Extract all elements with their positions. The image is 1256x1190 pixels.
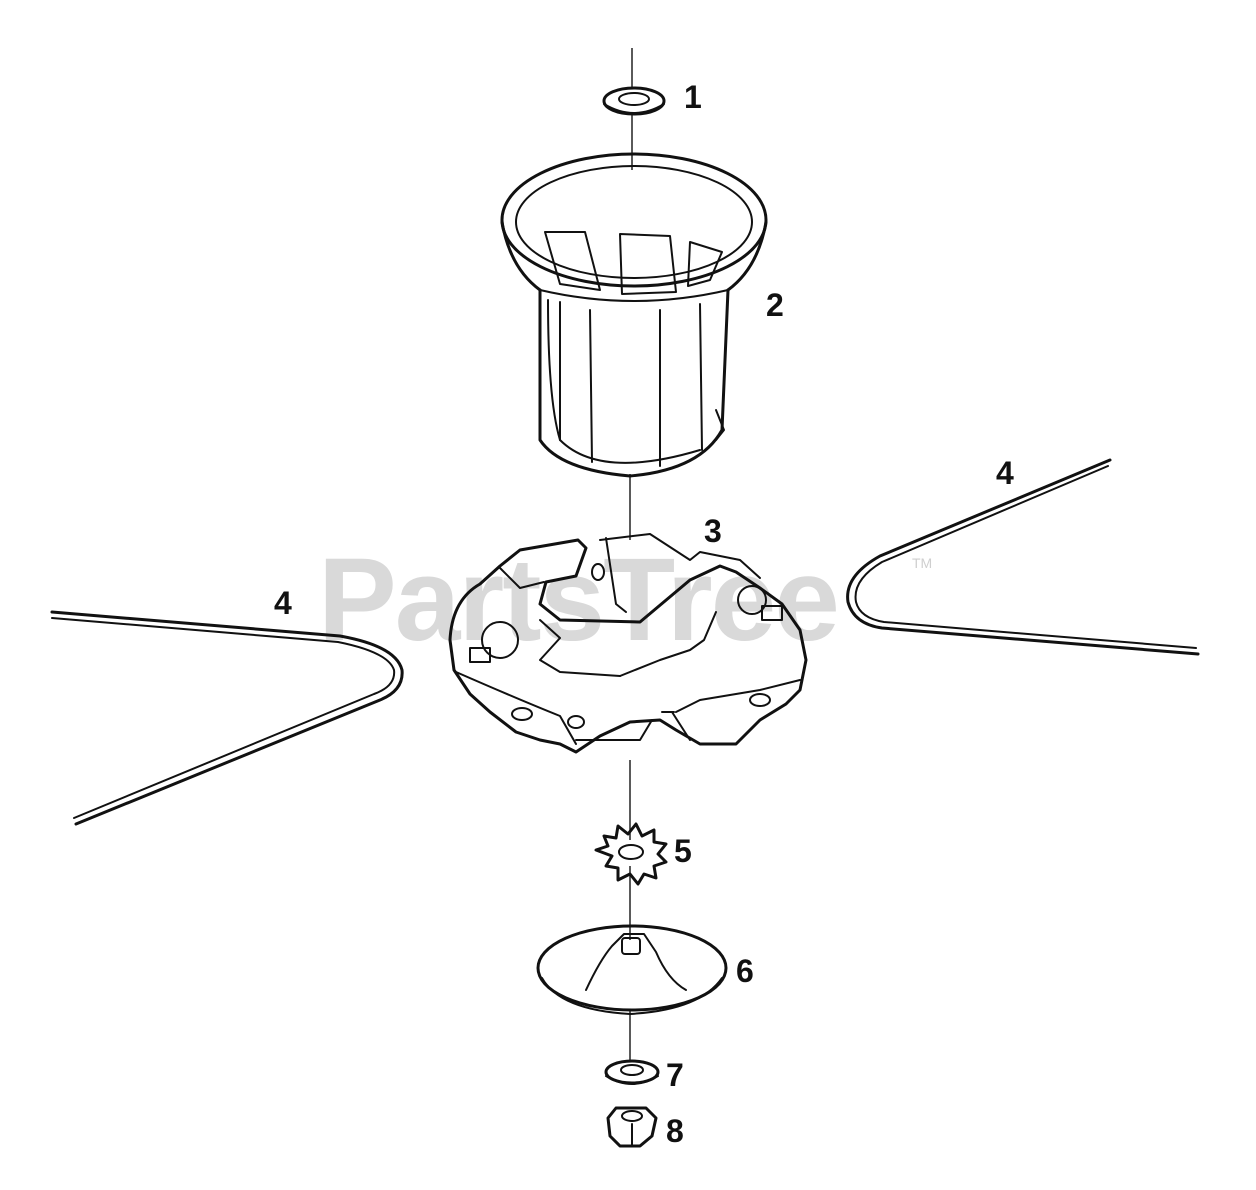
watermark: PartsTree TM: [318, 534, 932, 666]
callout-3: 3: [704, 513, 722, 549]
callout-2: 2: [766, 287, 784, 323]
part-6-cap: [536, 924, 728, 1015]
watermark-logo-text: PartsTree: [318, 534, 838, 666]
callout-labels: 1 2 3 4 4 5 6 7 8: [274, 79, 1014, 1149]
part-4-cutting-line-left: [50, 610, 404, 826]
part-5-star-washer: [594, 822, 668, 886]
part-7-washer: [604, 1059, 660, 1085]
part-1-washer: [602, 86, 666, 116]
part-8-nut: [606, 1106, 658, 1148]
callout-4-left: 4: [274, 585, 292, 621]
callout-8: 8: [666, 1113, 684, 1149]
callout-6: 6: [736, 953, 754, 989]
part-3-cutting-head-hub: [448, 533, 808, 754]
part-2-spool-housing: [500, 152, 768, 478]
callout-4-right: 4: [996, 455, 1014, 491]
part-4-cutting-line-right: [846, 458, 1200, 656]
watermark-trademark: TM: [912, 555, 932, 571]
callout-5: 5: [674, 833, 692, 869]
callout-1: 1: [684, 79, 702, 115]
assembly-axis: [629, 48, 633, 1060]
callout-7: 7: [666, 1057, 684, 1093]
